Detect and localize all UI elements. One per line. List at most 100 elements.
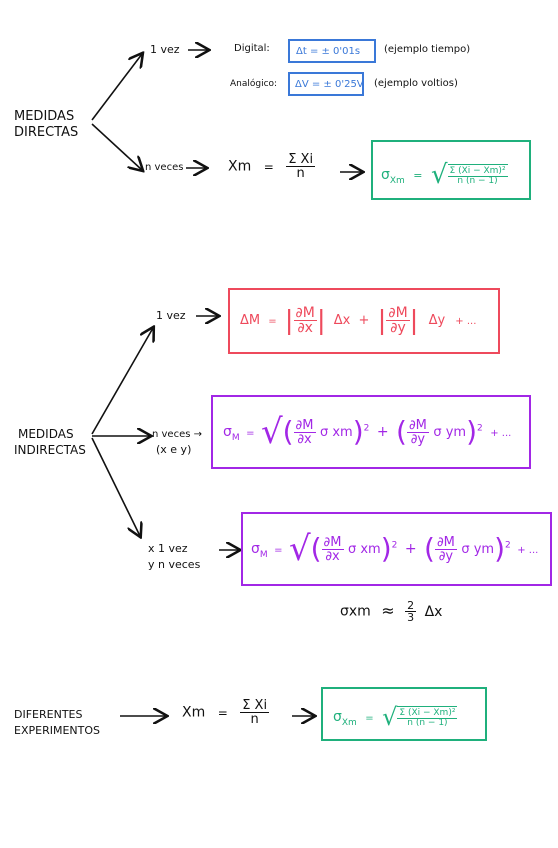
diferentes-label-line1: DIFERENTES	[14, 708, 83, 721]
p2-sigma-m: σ	[251, 541, 260, 557]
abs-bar-left-2: |	[377, 305, 387, 336]
p2-frac-y: ∂M ∂y	[434, 534, 457, 563]
p1-sub-m: M	[231, 432, 240, 443]
x-una-vez: x 1 vez	[148, 542, 188, 555]
arrow-directas-down	[91, 123, 142, 170]
sigma2-symbol: σ	[333, 709, 342, 725]
approx-fraction: 2 3	[405, 599, 417, 624]
sigma2-denominator: n (n − 1)	[397, 718, 458, 728]
red-dy: ∂y	[386, 320, 410, 335]
red-eq: =	[268, 316, 277, 327]
indirectas-label-line1: MEDIDAS	[18, 427, 74, 441]
mean-formula-1: Xm = Σ Xi n	[228, 152, 316, 180]
approx-den: 3	[405, 611, 417, 624]
p1-sq-1: 2	[363, 423, 370, 434]
sigma-box-n-veces: σM = √( ∂M ∂x σ xm)2 + ( ∂M ∂y σ ym)2 + …	[211, 395, 531, 469]
mean2-eq: =	[217, 705, 228, 720]
sigma-box-mixed: σM = √( ∂M ∂x σ xm)2 + ( ∂M ∂y σ ym)2 + …	[241, 512, 552, 586]
abs-bar-right-1: |	[316, 305, 326, 336]
approx-formula: σxm ≈ 2 3 Δx	[340, 600, 442, 623]
mean-xm: Xm	[228, 158, 252, 175]
p2-paren-close-2: )	[494, 532, 506, 565]
red-dx: ∂x	[293, 320, 317, 335]
p1-dM-1: ∂M	[295, 417, 314, 433]
analog-box: ΔV = ± 0'25V	[288, 72, 364, 96]
p1-sigma-m: σ	[223, 424, 232, 440]
approx-symbol: ≈	[381, 600, 395, 620]
p1-frac-x: ∂M ∂x	[293, 417, 316, 446]
sigma2-numerator: Σ (Xi − Xm)²	[399, 708, 456, 718]
approx-num: 2	[407, 599, 415, 612]
mean2-numerator: Σ Xi	[242, 698, 268, 713]
p2-sigma-xm: σ xm	[347, 542, 381, 557]
p1-sq-2: 2	[477, 423, 483, 434]
p2-dy: ∂y	[434, 548, 457, 563]
sigma2-eq: =	[365, 713, 374, 724]
sqrt-icon: √	[430, 160, 448, 190]
mean2-xm: Xm	[182, 704, 206, 721]
indirectas-n-veces: n veces →	[152, 429, 203, 440]
red-dM-2: ∂M	[388, 305, 408, 321]
sigma2-fraction: Σ (Xi − Xm)² n (n − 1)	[397, 706, 458, 728]
p2-ellipsis: + ...	[517, 545, 539, 556]
p1-plus: +	[376, 424, 389, 440]
red-frac-x: ∂M ∂x	[293, 305, 317, 335]
p1-paren-open-2: (	[396, 415, 407, 448]
sigma-symbol: σ	[381, 167, 390, 183]
digital-value: Δt = ± 0'01s	[296, 46, 361, 57]
red-delta-y: Δy	[428, 313, 446, 328]
p2-dM-2: ∂M	[436, 534, 455, 550]
diferentes-label-line2: EXPERIMENTOS	[14, 724, 100, 737]
p1-paren-close-2: )	[466, 415, 478, 448]
p1-ellipsis: + ...	[490, 428, 512, 439]
mean-formula-2: Xm = Σ Xi n	[182, 698, 270, 726]
sigma-fraction: Σ (Xi − Xm)² n (n − 1)	[447, 164, 508, 186]
abs-bar-right-2: |	[409, 305, 419, 336]
p1-dy: ∂y	[406, 431, 429, 446]
error-box-1vez: ΔM = | ∂M ∂x | Δx + | ∂M ∂y | Δy + ...	[228, 288, 500, 354]
red-dM-1: ∂M	[295, 305, 315, 321]
sigma-box-directas: σXm = √ Σ (Xi − Xm)² n (n − 1)	[371, 140, 531, 200]
red-plus: +	[358, 313, 370, 328]
arrow-directas-up	[91, 54, 142, 121]
purple-formula-2: σM = √( ∂M ∂x σ xm)2 + ( ∂M ∂y σ ym)2 + …	[251, 532, 538, 566]
p2-dx: ∂x	[321, 548, 344, 563]
red-frac-y: ∂M ∂y	[386, 305, 410, 335]
purple-formula-1: σM = √( ∂M ∂x σ xm)2 + ( ∂M ∂y σ ym)2 + …	[223, 415, 511, 449]
arrow-indirectas-up	[91, 328, 153, 435]
p2-dM-1: ∂M	[323, 534, 342, 550]
p1-eq: =	[246, 428, 255, 439]
mean2-fraction: Σ Xi n	[240, 698, 270, 726]
p2-eq: =	[274, 545, 283, 556]
mean-numerator: Σ Xi	[288, 152, 314, 167]
p2-sigma-ym: σ ym	[461, 542, 495, 557]
sqrt2-icon: √	[382, 703, 398, 731]
mean-fraction: Σ Xi n	[286, 152, 316, 180]
p2-plus: +	[404, 541, 417, 557]
analog-value: ΔV = ± 0'25V	[295, 79, 364, 90]
sigma-box-diferentes: σXm = √ Σ (Xi − Xm)² n (n − 1)	[321, 687, 487, 741]
p1-paren-close-1: )	[352, 415, 364, 448]
red-ellipsis: + ...	[455, 316, 477, 327]
approx-lhs: σxm	[340, 603, 371, 620]
indirectas-una-vez: 1 vez	[156, 309, 186, 322]
mean-denominator: n	[286, 166, 316, 180]
directas-label-line1: MEDIDAS	[14, 109, 75, 124]
p2-frac-x: ∂M ∂x	[321, 534, 344, 563]
sigma2-subscript: Xm	[341, 717, 357, 728]
sigma-eq: =	[413, 169, 423, 182]
sigma-formula-diferentes: σXm = √ Σ (Xi − Xm)² n (n − 1)	[333, 703, 458, 731]
mean2-denominator: n	[240, 712, 270, 726]
p2-sq-1: 2	[391, 540, 398, 551]
sigma-denominator: n (n − 1)	[447, 176, 508, 186]
sigma-formula-directas: σXm = √ Σ (Xi − Xm)² n (n − 1)	[381, 162, 508, 188]
p1-dx: ∂x	[293, 431, 316, 446]
red-delta-m: ΔM	[240, 313, 261, 328]
p1-dM-2: ∂M	[408, 417, 427, 433]
directas-una-vez: 1 vez	[150, 43, 180, 56]
digital-label: Digital:	[234, 43, 270, 54]
p1-paren-open-1: (	[282, 415, 294, 448]
arrow-indirectas-down	[91, 437, 140, 536]
digital-note: (ejemplo tiempo)	[384, 44, 471, 55]
